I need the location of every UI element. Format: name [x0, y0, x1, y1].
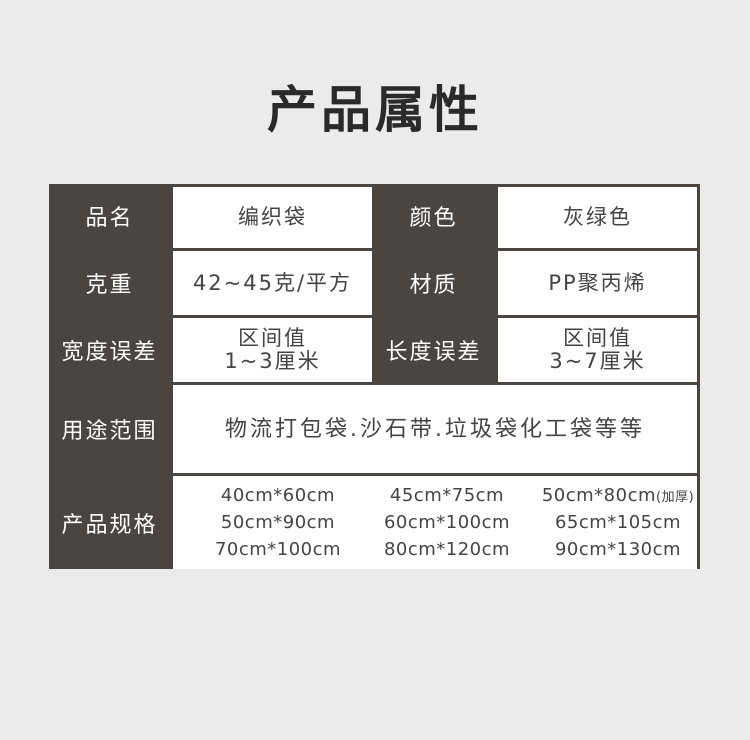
value-color: 灰绿色	[498, 187, 697, 248]
length-error-line1: 区间值	[563, 326, 632, 350]
size-item: 65cm*105cm	[554, 512, 682, 533]
label-width-error: 宽度误差	[61, 340, 158, 365]
sizes-grid: 40cm*60cm 45cm*75cm 50cm*80cm(加厚) 50cm*9…	[173, 476, 697, 569]
product-attributes-table: 品名 编织袋 颜色 灰绿色 克重 42~45克/平方 材质 PP聚丙烯 宽度误差…	[49, 184, 700, 569]
size-note-thickened: (加厚)	[656, 490, 695, 505]
value-material: PP聚丙烯	[498, 251, 697, 315]
label-product-name: 品名	[85, 206, 134, 231]
label-weight: 克重	[85, 273, 134, 298]
value-width-error: 区间值 1~3厘米	[173, 318, 372, 382]
width-error-line2: 1~3厘米	[224, 349, 321, 373]
value-product-name: 编织袋	[173, 187, 372, 248]
size-item: 70cm*100cm	[214, 539, 342, 560]
size-item: 50cm*90cm	[220, 512, 336, 533]
label-color: 颜色	[409, 206, 458, 231]
length-error-line2: 3~7厘米	[549, 349, 646, 373]
size-item: 90cm*130cm	[554, 539, 682, 560]
width-error-line1: 区间值	[238, 326, 307, 350]
value-weight: 42~45克/平方	[173, 251, 372, 315]
label-length-error: 长度误差	[385, 340, 482, 365]
size-item: 45cm*75cm	[389, 485, 505, 506]
label-usage: 用途范围	[61, 419, 158, 444]
value-length-error: 区间值 3~7厘米	[498, 318, 697, 382]
page-title: 产品属性	[267, 81, 483, 139]
usage-text: 物流打包袋.沙石带.垃圾袋化工袋等等	[225, 416, 645, 442]
size-item: 80cm*120cm	[383, 539, 511, 560]
size-item: 60cm*100cm	[383, 512, 511, 533]
size-item-with-note: 50cm*80cm(加厚)	[533, 485, 703, 506]
label-sizes: 产品规格	[61, 512, 158, 538]
value-usage: 物流打包袋.沙石带.垃圾袋化工袋等等	[173, 385, 697, 473]
label-material: 材质	[409, 273, 458, 298]
size-item: 50cm*80cm	[541, 485, 656, 506]
size-item: 40cm*60cm	[220, 485, 336, 506]
